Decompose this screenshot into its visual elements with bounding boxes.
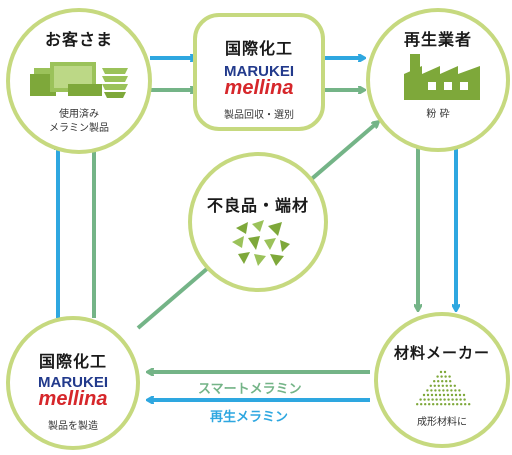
mellina-logo: mellina: [38, 388, 108, 410]
manufacturing-caption: 製品を製造: [48, 421, 98, 432]
marukei-logo: MARUKEI: [38, 374, 108, 391]
material-maker-title: 材料メーカー: [393, 344, 490, 362]
marukei-logo: MARUKEI: [224, 63, 294, 80]
factory-icon: [404, 54, 480, 100]
material-maker-node: 材料メーカー 成形材料に: [374, 312, 510, 448]
collection-title: 国際化工: [224, 39, 293, 58]
recycler-title: 再生業者: [403, 30, 472, 49]
defects-node: 不良品・端材: [188, 152, 328, 292]
manufacturing-title: 国際化工: [38, 352, 107, 371]
customer-caption-line2: メラミン製品: [49, 123, 109, 134]
tableware-icon: [30, 62, 128, 98]
customer-caption-line1: 使用済み: [59, 109, 99, 120]
manufacturing-node: 国際化工 MARUKEI mellina 製品を製造: [6, 316, 140, 450]
recycler-node: 再生業者 粉 砕: [366, 8, 510, 152]
defects-title: 不良品・端材: [206, 196, 309, 215]
powder-pile-icon: [416, 370, 471, 406]
customer-title: お客さま: [44, 30, 113, 49]
recycler-caption: 粉 砕: [426, 109, 450, 120]
collection-node: 国際化工 MARUKEI mellina 製品回収・選別: [193, 13, 325, 131]
collection-caption: 製品回収・選別: [224, 110, 294, 121]
material-maker-caption: 成形材料に: [417, 417, 467, 428]
customer-node: お客さま 使用済み メラミン製品: [6, 8, 152, 154]
recycled-melamine-label: 再生メラミン: [210, 410, 289, 425]
scrap-pieces-icon: [232, 220, 290, 266]
mellina-logo: mellina: [224, 77, 294, 99]
smart-melamine-label: スマートメラミン: [198, 382, 302, 397]
